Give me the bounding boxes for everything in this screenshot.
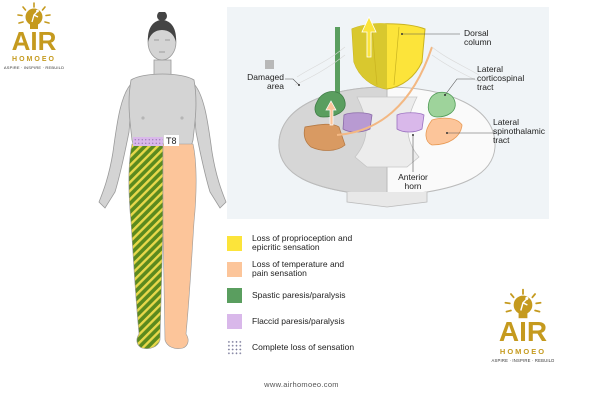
label-lateral-corticospinal: Lateral corticospinal tract — [477, 65, 524, 92]
label-dorsal-column: Dorsal column — [464, 29, 491, 47]
label-line: area — [266, 81, 284, 91]
website-url[interactable]: www.airhomoeo.com — [264, 380, 339, 389]
legend: Loss of proprioception and epicritic sen… — [227, 230, 354, 360]
label-line: Dorsal — [464, 28, 489, 38]
lightbulb-icon — [504, 288, 542, 319]
left-anterior-horn — [342, 112, 373, 133]
legend-line: Loss of proprioception and — [252, 233, 353, 243]
label-lateral-spinothalamic: Lateral spinothalamic tract — [493, 118, 545, 145]
label-line: spinothalamic — [493, 126, 545, 136]
legend-item-flaccid: Flaccid paresis/paralysis — [227, 308, 354, 334]
logo-brand: AIR — [11, 26, 57, 56]
logo-tagline: ASPIRE · INSPIRE · REBUILD — [3, 65, 65, 70]
legend-label: Loss of proprioception and epicritic sen… — [252, 234, 352, 252]
human-body-figure: T8 — [95, 11, 230, 357]
label-line: column — [464, 37, 492, 47]
legend-item-temperature-pain: Loss of temperature and pain sensation — [227, 256, 354, 282]
legend-label: Spastic paresis/paralysis — [252, 289, 346, 300]
label-line: Damaged — [247, 72, 284, 82]
t8-band — [133, 137, 163, 146]
hair — [147, 20, 177, 42]
body-silhouette — [98, 59, 227, 209]
legend-swatch — [227, 261, 242, 277]
legend-line: Spastic paresis/paralysis — [252, 289, 346, 300]
damaged-area-swatch — [265, 60, 274, 69]
legend-swatch — [227, 287, 242, 303]
label-line: horn — [404, 181, 422, 191]
legend-item-spastic: Spastic paresis/paralysis — [227, 282, 354, 308]
legend-line: Flaccid paresis/paralysis — [252, 315, 345, 326]
spinal-cord-cross-section: Damaged area Dorsal column Lateral corti… — [227, 7, 549, 219]
legend-item-complete-loss: Complete loss of sensation — [227, 334, 354, 360]
label-line: Lateral — [493, 117, 519, 127]
label-line: tract — [477, 82, 494, 92]
legend-line: epicritic sensation — [252, 242, 320, 252]
air-homoeo-logo-top: AIR HOMOEO ASPIRE · INSPIRE · REBUILD — [4, 2, 64, 70]
lateral-corticospinal-tract — [427, 91, 456, 118]
logo-brand: AIR — [498, 316, 548, 347]
legend-swatch — [227, 313, 242, 329]
legend-swatch — [227, 339, 242, 355]
level-label: T8 — [166, 136, 177, 146]
left-leg-stripes — [128, 143, 164, 349]
legend-line: pain sensation — [252, 268, 307, 278]
right-leg-peach — [162, 143, 197, 349]
legend-swatch — [227, 235, 242, 251]
label-line: tract — [493, 135, 510, 145]
label-damaged-area: Damaged area — [232, 73, 284, 91]
label-line: Anterior — [398, 172, 428, 182]
ascending-arrow — [361, 16, 377, 58]
anterior-horn — [396, 112, 425, 133]
label-line: Lateral — [477, 64, 503, 74]
legend-label: Flaccid paresis/paralysis — [252, 315, 345, 326]
label-line: corticospinal — [477, 73, 525, 83]
lateral-spinothalamic-tract — [425, 117, 463, 146]
air-homoeo-logo-bottom: AIR HOMOEO ASPIRE · INSPIRE · REBUILD — [488, 288, 558, 363]
logo-tagline: ASPIRE · INSPIRE · REBUILD — [491, 357, 555, 363]
label-anterior-horn: Anterior horn — [391, 173, 435, 191]
legend-line: Complete loss of sensation — [252, 341, 355, 352]
legend-item-proprioception: Loss of proprioception and epicritic sen… — [227, 230, 354, 256]
left-spinothalamic — [303, 123, 346, 151]
legend-line: Loss of temperature and — [252, 259, 345, 269]
legend-label: Loss of temperature and pain sensation — [252, 260, 344, 278]
logo-subtitle: HOMOEO — [499, 347, 547, 356]
logo-subtitle: HOMOEO — [12, 56, 56, 63]
legend-label: Complete loss of sensation — [252, 341, 355, 352]
lightbulb-icon — [17, 2, 51, 29]
